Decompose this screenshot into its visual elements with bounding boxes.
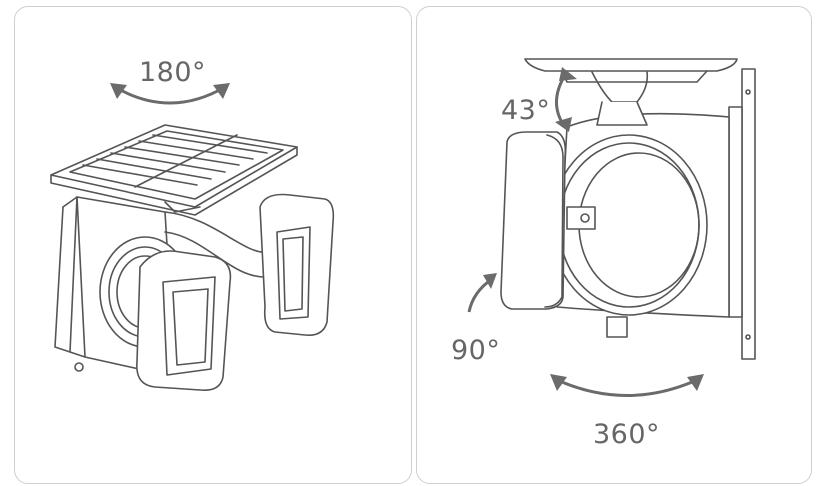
- tilt-90-label: 90°: [451, 335, 501, 366]
- rotation-180-label: 180°: [139, 57, 207, 88]
- camera-side-view-illustration: [467, 58, 756, 397]
- tilt-43-label: 43°: [501, 95, 551, 126]
- right-illustration-panel: 43° 90° 360°: [416, 6, 812, 484]
- left-illustration-panel: 180°: [14, 6, 412, 484]
- solar-floodlight-camera-illustration: [50, 83, 335, 392]
- swivel-360-label: 360°: [593, 419, 661, 450]
